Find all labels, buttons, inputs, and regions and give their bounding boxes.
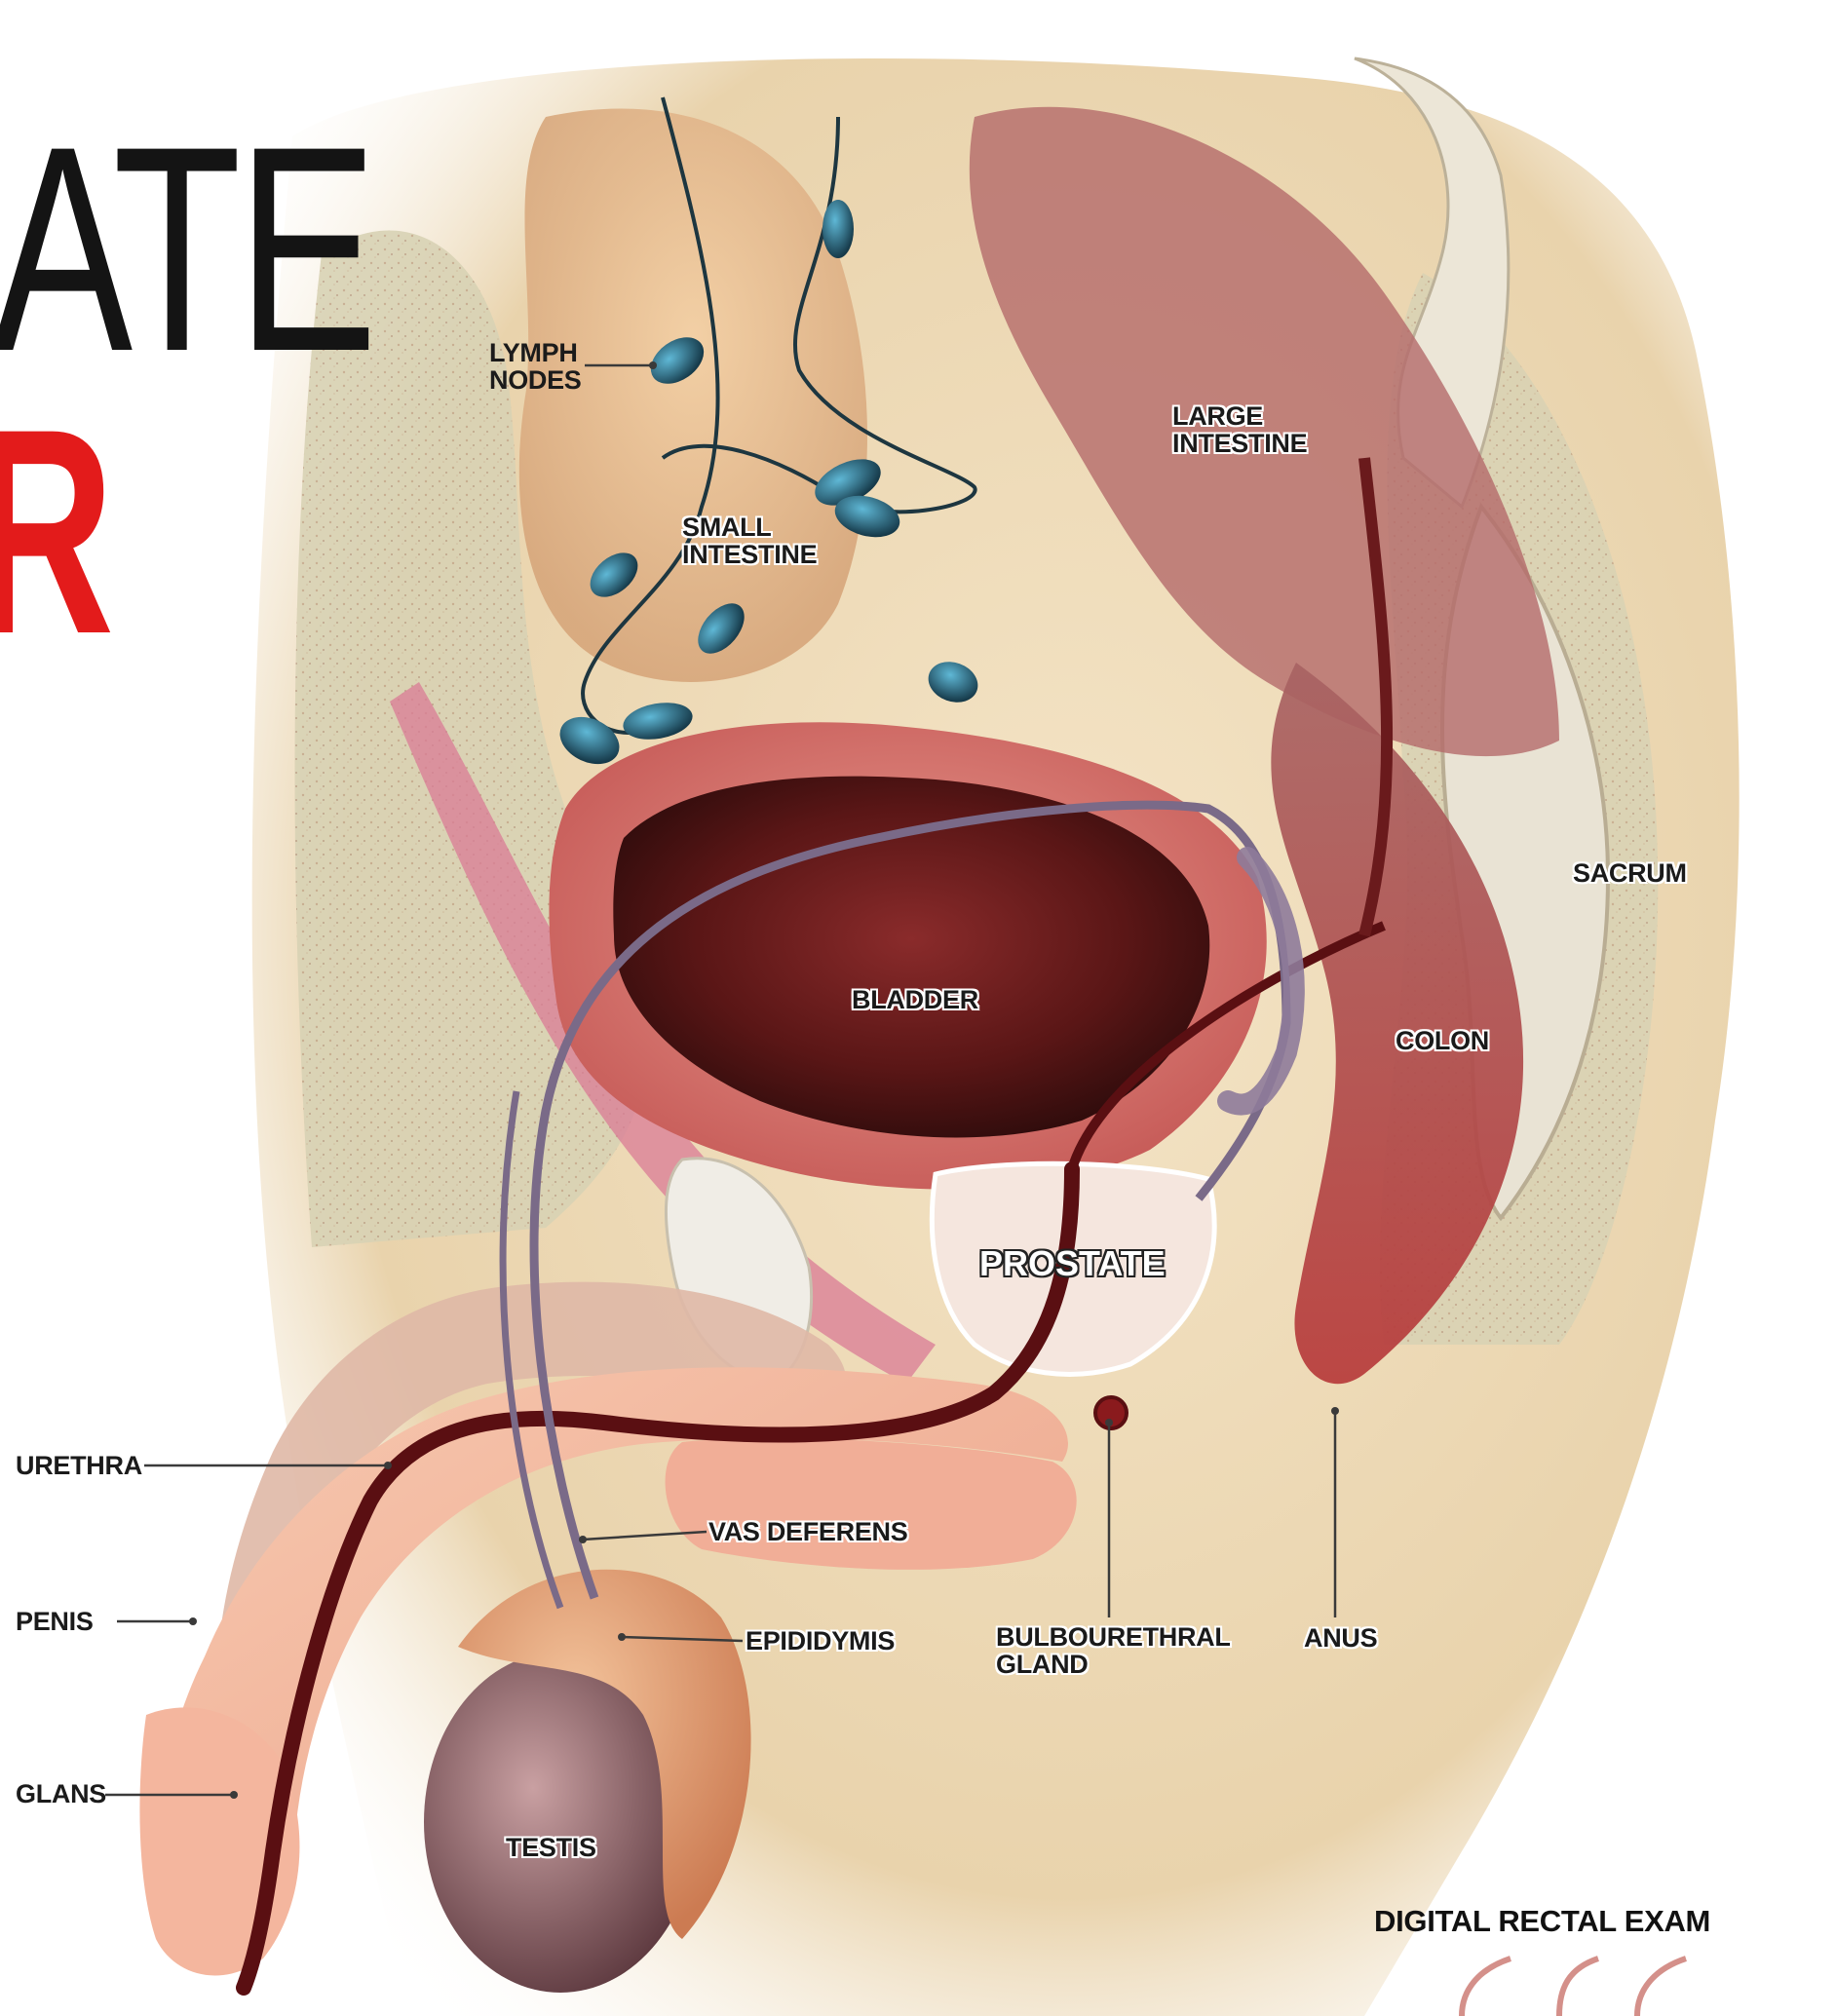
rectal-exam-inset [1462,1959,1686,2016]
dot-vas-deferens [579,1536,587,1543]
label-anus: ANUS [1304,1624,1377,1652]
label-vas-deferens: VAS DEFERENS [708,1518,907,1545]
dot-glans [230,1791,238,1799]
label-prostate: PROSTATE [979,1245,1166,1282]
lymph-node [822,200,854,258]
label-digital-rectal-exam: DIGITAL RECTAL EXAM [1374,1908,1710,1935]
dot-anus [1331,1407,1339,1415]
dot-lymph-nodes [649,361,657,369]
label-small-intestine: SMALL INTESTINE [682,514,817,568]
penile-bulb [666,1438,1077,1570]
label-testis: TESTIS [506,1834,596,1861]
dot-penis [189,1617,197,1625]
label-lymph-nodes: LYMPH NODES [489,339,582,394]
dot-epididymis [618,1633,626,1641]
label-glans: GLANS [16,1780,106,1807]
label-colon: COLON [1396,1027,1489,1054]
label-bulbourethral-gland: BULBOURETHRAL GLAND [996,1623,1231,1678]
label-urethra: URETHRA [16,1452,142,1479]
label-bladder: BLADDER [852,986,978,1013]
dot-bulbourethral [1105,1419,1113,1426]
title-line-2: R [0,385,114,677]
label-large-intestine: LARGE INTESTINE [1172,402,1307,457]
label-sacrum: SACRUM [1573,859,1687,887]
label-epididymis: EPIDIDYMIS [746,1627,895,1655]
dot-urethra [384,1462,392,1469]
label-penis: PENIS [16,1608,94,1635]
title-line-1: ATE [0,102,373,395]
